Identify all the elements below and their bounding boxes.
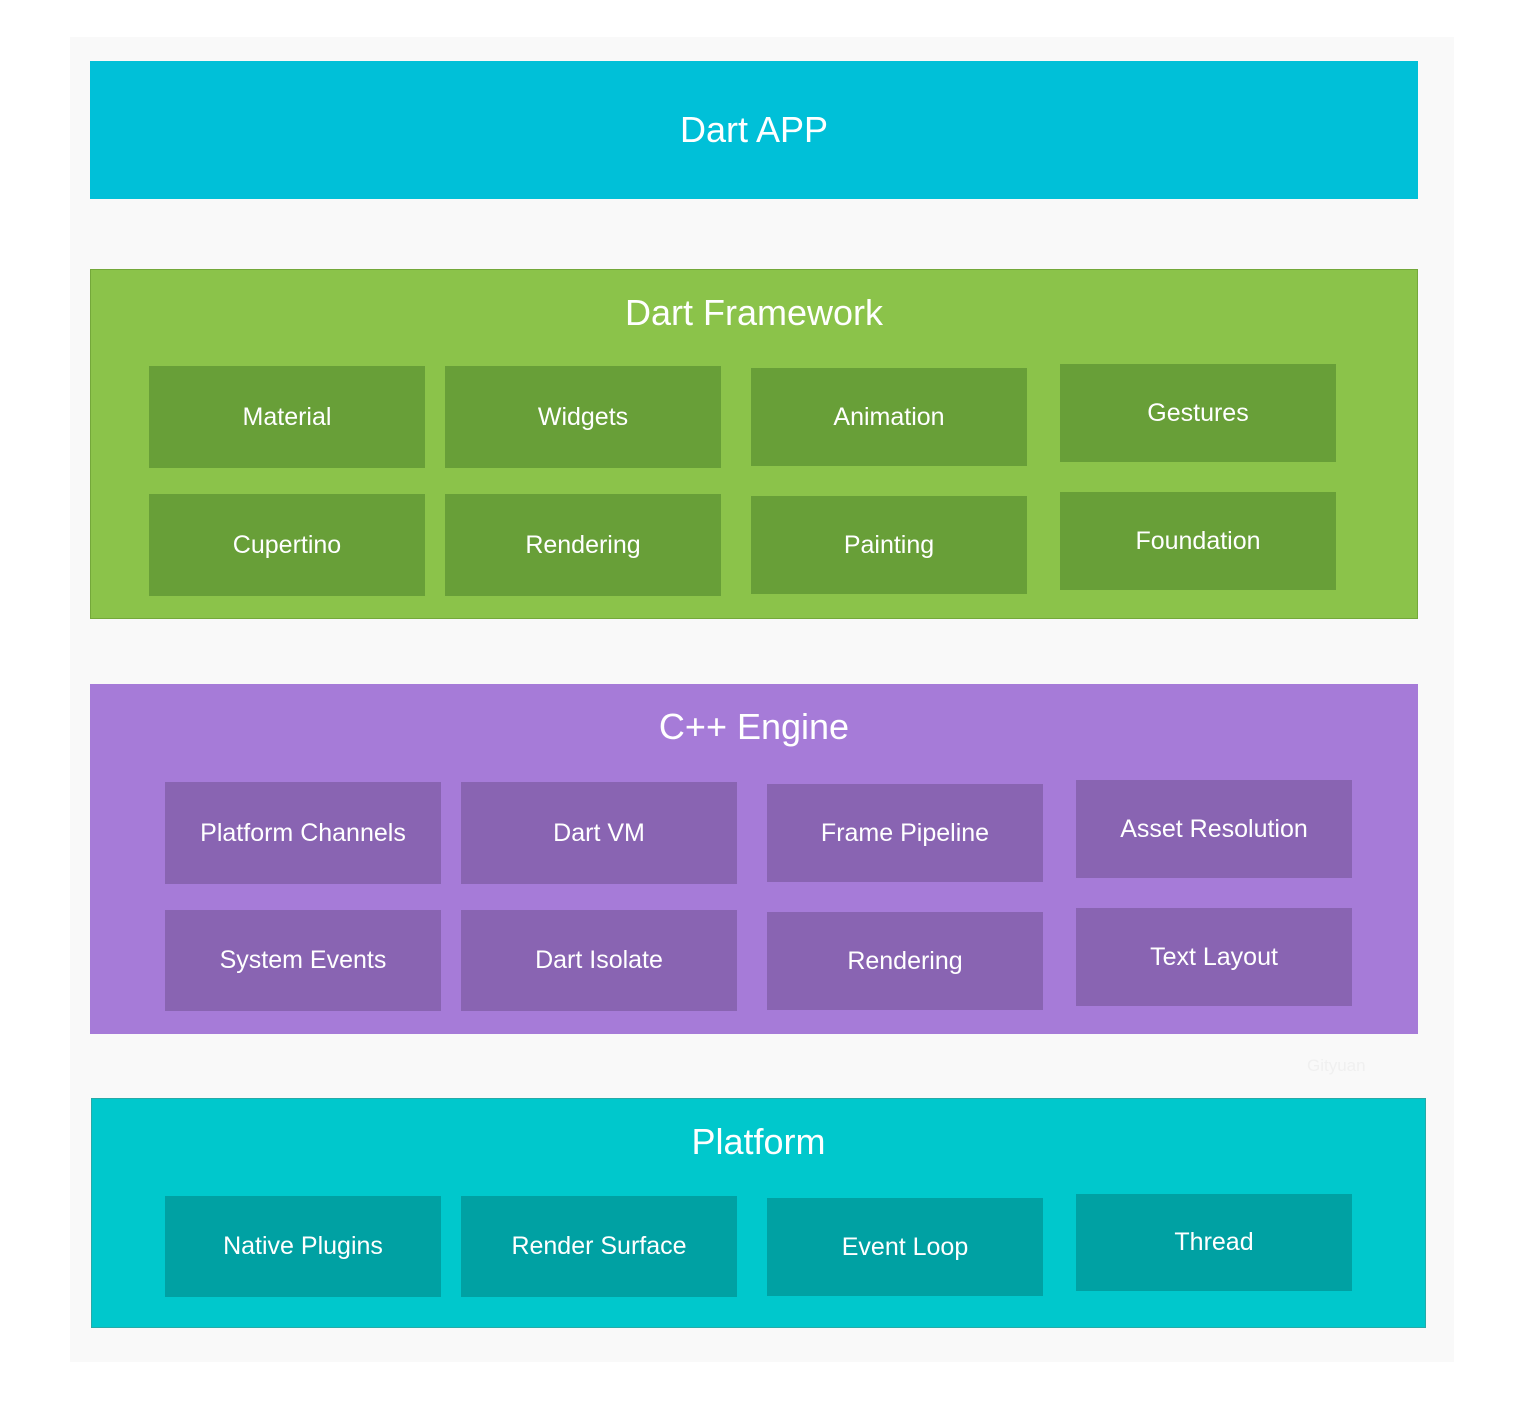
engine-box-platform-channels: Platform Channels: [165, 782, 441, 884]
layer-cpp-engine: C++ Engine Platform Channels Dart VM Fra…: [90, 684, 1418, 1034]
diagram-canvas: Dart APP Dart Framework Material Widgets…: [70, 37, 1454, 1362]
watermark-text: Gityuan: [1307, 1056, 1366, 1075]
framework-box-cupertino: Cupertino: [149, 494, 425, 596]
framework-box-animation: Animation: [751, 368, 1027, 466]
engine-box-dart-vm: Dart VM: [461, 782, 737, 884]
platform-box-native-plugins: Native Plugins: [165, 1196, 441, 1297]
framework-box-rendering: Rendering: [445, 494, 721, 596]
framework-box-painting: Painting: [751, 496, 1027, 594]
platform-box-event-loop: Event Loop: [767, 1198, 1043, 1296]
engine-box-asset-resolution: Asset Resolution: [1076, 780, 1352, 878]
platform-box-render-surface: Render Surface: [461, 1196, 737, 1297]
layer-dart-framework: Dart Framework Material Widgets Animatio…: [90, 269, 1418, 619]
engine-box-rendering: Rendering: [767, 912, 1043, 1010]
engine-box-system-events: System Events: [165, 910, 441, 1011]
layer-title-cpp-engine: C++ Engine: [658, 706, 850, 747]
layer-dart-app: Dart APP: [90, 61, 1418, 199]
layer-title-platform: Platform: [691, 1121, 826, 1162]
engine-box-text-layout: Text Layout: [1076, 908, 1352, 1006]
engine-box-frame-pipeline: Frame Pipeline: [767, 784, 1043, 882]
engine-box-dart-isolate: Dart Isolate: [461, 910, 737, 1011]
layer-title-dart-framework: Dart Framework: [624, 292, 884, 333]
framework-box-material: Material: [149, 366, 425, 468]
platform-box-thread: Thread: [1076, 1194, 1352, 1291]
framework-box-widgets: Widgets: [445, 366, 721, 468]
framework-box-gestures: Gestures: [1060, 364, 1336, 462]
layer-platform: Platform Native Plugins Render Surface E…: [91, 1098, 1426, 1328]
layer-title-dart-app: Dart APP: [679, 109, 829, 150]
framework-box-foundation: Foundation: [1060, 492, 1336, 590]
